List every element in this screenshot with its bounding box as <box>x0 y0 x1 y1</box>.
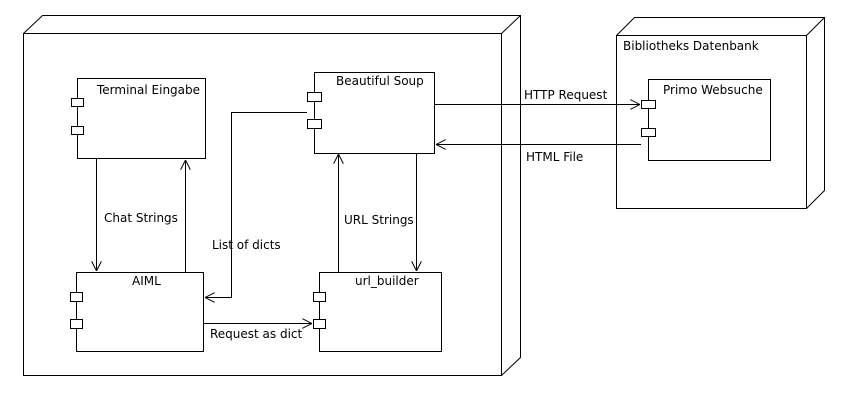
component-label: Terminal Eingabe <box>96 83 200 97</box>
component-port-icon <box>641 100 656 109</box>
component-label: Primo Websuche <box>663 83 763 97</box>
component-beautiful-soup <box>307 72 435 154</box>
edge-label-url-strings: URL Strings <box>344 213 414 227</box>
component-url-builder <box>313 272 442 352</box>
component-port-icon <box>70 292 83 302</box>
library-node-label: Bibliotheks Datenbank <box>623 39 759 53</box>
component-port-icon <box>71 98 84 107</box>
component-port-icon <box>313 319 326 329</box>
component-primo-websuche <box>641 79 771 161</box>
component-label: url_builder <box>355 274 419 288</box>
edge-label-chat-strings: Chat Strings <box>104 211 178 225</box>
component-port-icon <box>307 92 322 102</box>
component-terminal-eingabe <box>71 78 206 159</box>
edge-label-request-as-dict: Request as dict <box>210 327 303 341</box>
component-port-icon <box>641 128 656 137</box>
edge-label-list-of-dicts: List of dicts <box>212 238 281 252</box>
component-label: Beautiful Soup <box>336 74 424 88</box>
edge-soup-to-aiml <box>205 112 307 298</box>
component-port-icon <box>313 292 326 302</box>
component-aiml <box>70 272 204 352</box>
component-port-icon <box>70 319 83 329</box>
component-label: AIML <box>132 274 161 288</box>
edge-label-html-file: HTML File <box>526 150 583 164</box>
component-port-icon <box>307 119 322 129</box>
edge-label-http-request: HTTP Request <box>524 88 608 102</box>
component-port-icon <box>71 126 84 135</box>
